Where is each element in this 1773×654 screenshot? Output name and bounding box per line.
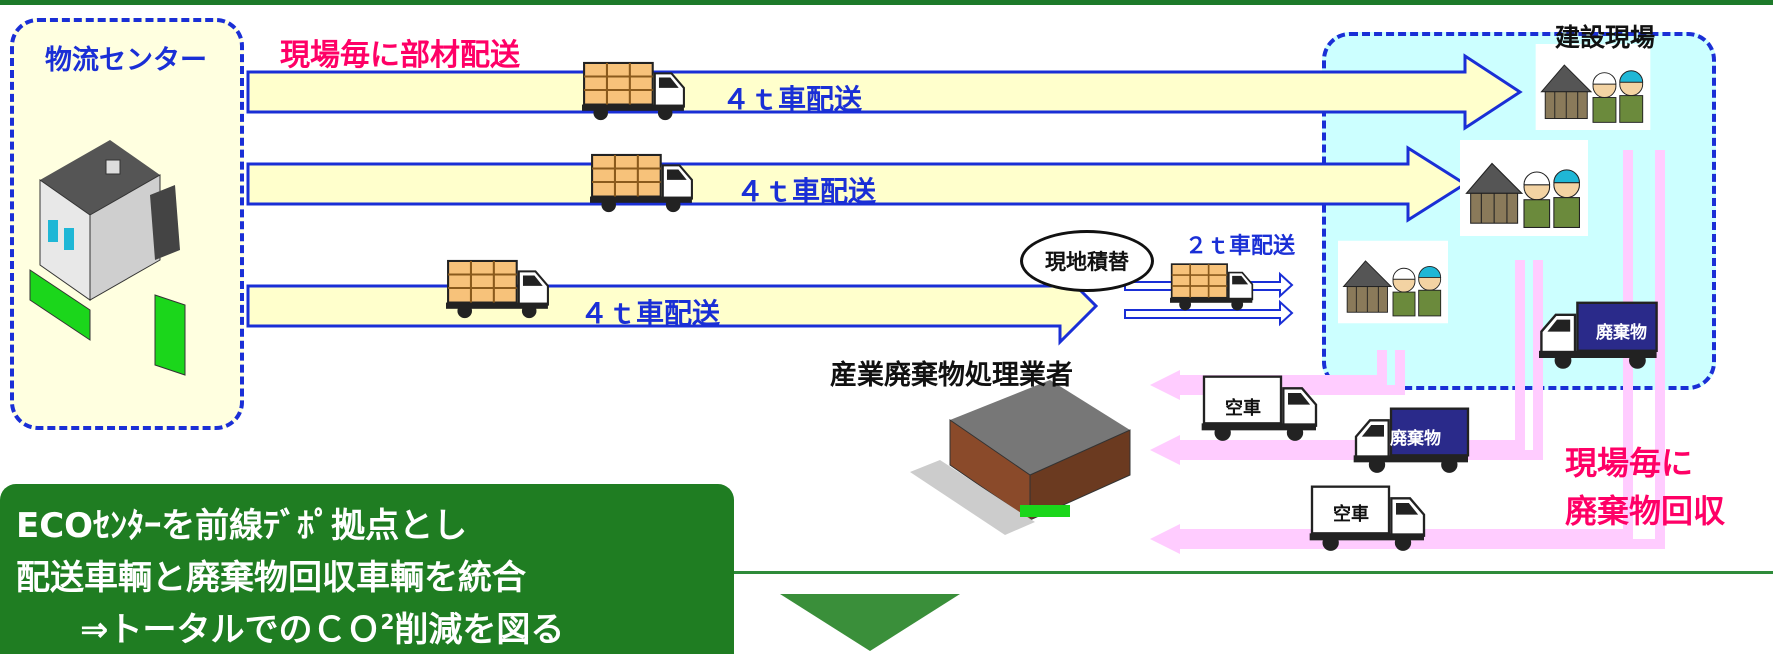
- onsite-transfer-callout: 現地積替: [1020, 230, 1154, 292]
- delivery-arrow-2: [246, 145, 1468, 223]
- waste-truck-label-1: 廃棄物: [1390, 429, 1441, 449]
- empty-truck-label-2: 空車: [1333, 504, 1369, 525]
- construction-site-icon-1: [1535, 44, 1651, 130]
- co2-subscript: 2: [380, 610, 395, 634]
- empty-truck-label-1: 空車: [1225, 398, 1261, 419]
- summary-line-3: ⇒トータルでのＣＯ2削減を図る: [80, 602, 564, 651]
- truck4t-label-2: ４ｔ車配送: [736, 175, 877, 208]
- summary-line-2: 配送車輌と廃棄物回収車輌を統合: [16, 558, 526, 598]
- truck2t-label: ２ｔ車配送: [1185, 234, 1296, 259]
- waste-collection-label-1: 現場毎に: [1565, 444, 1694, 482]
- divider-line: [0, 571, 1773, 574]
- summary-line-1: ECOｾﾝﾀｰを前線ﾃﾞﾎﾟ拠点とし: [16, 506, 468, 546]
- waste-processor-label: 産業廃棄物処理業者: [830, 360, 1073, 391]
- per-site-delivery-label: 現場毎に部材配送: [280, 38, 520, 73]
- waste-truck-label-2: 廃棄物: [1596, 323, 1647, 343]
- logistics-center-label: 物流センター: [45, 45, 207, 76]
- summary-line-3-suffix: 削減を図る: [394, 610, 565, 650]
- truck4t-label-3: ４ｔ車配送: [580, 297, 721, 330]
- construction-site-icon-2: [1460, 140, 1588, 236]
- delivery-arrow-1: [246, 53, 1523, 131]
- waste-collection-label-2: 廃棄物回収: [1565, 492, 1726, 530]
- waste-arrowheads: [1150, 370, 1180, 554]
- construction-site-label: 建設現場: [1555, 23, 1656, 52]
- construction-site-icon-3: [1338, 240, 1448, 324]
- logistics-center-building-icon: [29, 140, 186, 376]
- truck-icon-2t: [1170, 263, 1254, 312]
- small-arrow-2: [1124, 299, 1294, 327]
- waste-processor-building-icon: [910, 380, 1131, 535]
- truck4t-label-1: ４ｔ車配送: [722, 83, 863, 116]
- summary-line-3-prefix: ⇒トータルでのＣＯ: [80, 610, 381, 650]
- top-border: [0, 0, 1773, 5]
- down-arrow-icon: [780, 594, 960, 651]
- summary-box: ECOｾﾝﾀｰを前線ﾃﾞﾎﾟ拠点とし 配送車輌と廃棄物回収車輌を統合 ⇒トータル…: [0, 484, 734, 654]
